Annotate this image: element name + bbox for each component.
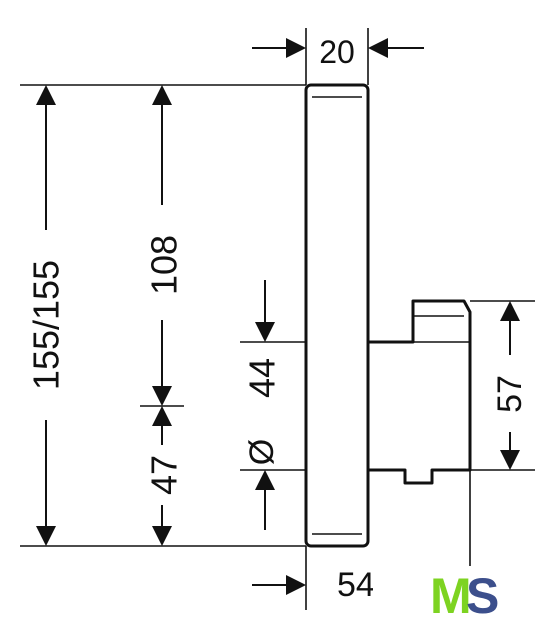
valve-body xyxy=(368,299,472,485)
dimension-lines xyxy=(36,38,520,595)
logo-letter-s: S xyxy=(466,568,499,624)
logo-backdrop xyxy=(373,566,513,622)
logo-letter-m: M xyxy=(430,568,472,624)
part-outline xyxy=(304,83,472,548)
cover-plate xyxy=(304,83,370,548)
extension-lines xyxy=(20,28,535,610)
ms-logo: M S xyxy=(430,568,499,624)
label-lower-height: 47 xyxy=(144,455,185,495)
label-diameter-symbol: Ø xyxy=(243,439,281,465)
label-total-height: 155/155 xyxy=(26,260,67,390)
label-top-width: 20 xyxy=(319,34,355,70)
label-upper-height: 108 xyxy=(144,235,185,295)
label-body-height: 57 xyxy=(491,375,529,413)
label-diameter-value: 44 xyxy=(242,358,283,398)
label-depth: 54 xyxy=(337,566,375,604)
